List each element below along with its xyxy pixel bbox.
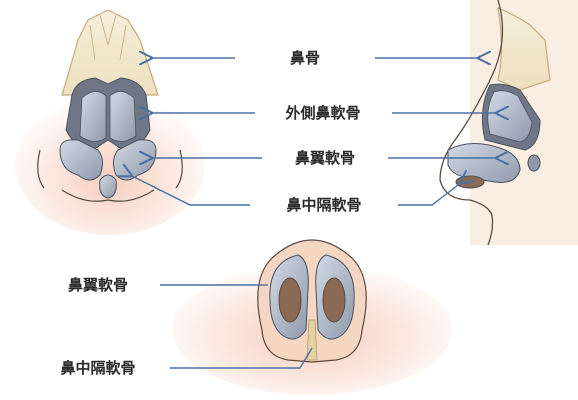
label-septal-cartilage-bottom: 鼻中隔軟骨 [60, 359, 135, 377]
label-nasal-bone: 鼻骨 [290, 49, 320, 67]
front-septal-cartilage [99, 174, 117, 199]
label-septal-cartilage-top: 鼻中隔軟骨 [286, 196, 361, 214]
label-alar-cartilage-top: 鼻翼軟骨 [295, 149, 355, 167]
label-upper-lateral-cartilage: 外側鼻軟骨 [284, 104, 360, 122]
side-nostril [455, 175, 485, 189]
side-nasal-bone [497, 7, 551, 91]
label-alar-cartilage-bottom: 鼻翼軟骨 [68, 276, 128, 294]
side-view-nose [439, 0, 578, 246]
bottom-view-nose [172, 239, 452, 395]
bottom-septal-cartilage [306, 319, 318, 361]
front-alar-cartilage [59, 139, 104, 181]
front-upper-lateral-cartilage [65, 77, 151, 149]
front-nasal-bone [61, 9, 159, 96]
front-view-nose [15, 9, 205, 235]
leader-lines [130, 58, 498, 369]
